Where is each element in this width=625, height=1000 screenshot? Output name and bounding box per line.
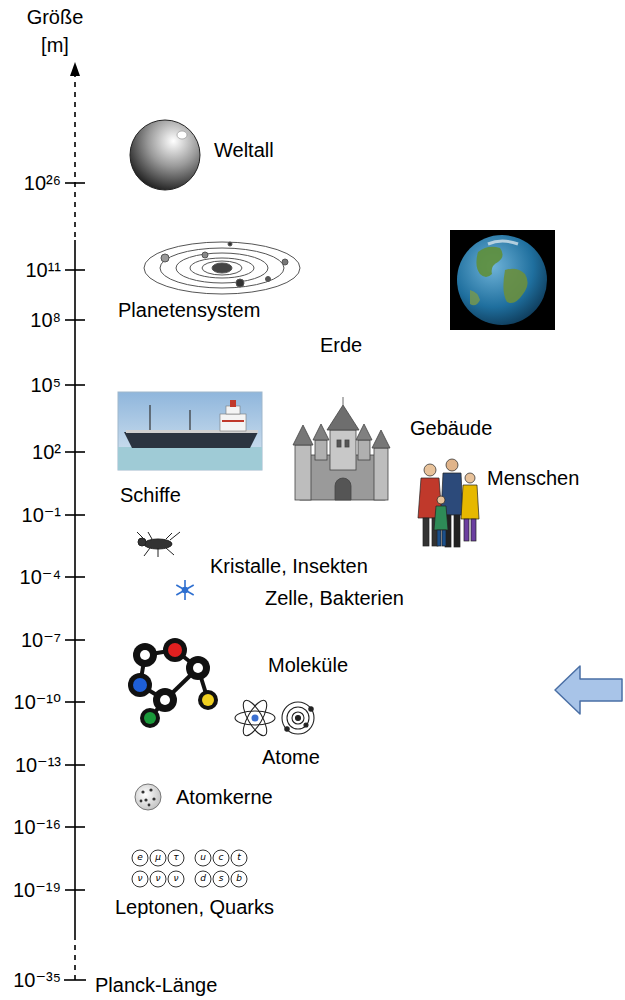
planetary-system: [144, 242, 300, 294]
castle-picture: [293, 397, 390, 500]
tick-label: 10⁻¹⁶: [13, 816, 61, 838]
snowflake-crystal: [176, 580, 193, 600]
particle-symbol: μ: [155, 853, 161, 863]
object-label: Schiffe: [120, 484, 181, 506]
tick-label: 10²⁶: [24, 172, 61, 194]
ship-picture: [118, 392, 262, 470]
object-label: Atome: [262, 746, 320, 768]
insect-picture: [137, 532, 180, 557]
axis-title: Größe: [27, 6, 84, 28]
axis-unit: [m]: [41, 34, 69, 56]
size-axis: [64, 62, 86, 980]
object-label: Kristalle, Insekten: [210, 555, 368, 577]
atom-symbols: [235, 697, 314, 739]
tick-label: 10¹¹: [25, 259, 61, 281]
tick-label: 10⁻⁴: [20, 566, 61, 588]
tick-label: 10⁸: [30, 309, 61, 331]
particle-symbol: ν: [155, 874, 160, 884]
particle-circle: [231, 871, 247, 887]
particle-symbol: e: [137, 853, 143, 863]
particle-symbol: ν: [137, 874, 142, 884]
particle-circle: [195, 850, 211, 866]
object-label: Menschen: [487, 467, 579, 489]
tick-label: 10²: [32, 441, 61, 463]
tick-label: 10⁻⁷: [21, 629, 61, 651]
earth-picture: [450, 230, 555, 330]
object-label: Weltall: [214, 139, 274, 161]
particle-circle: [132, 850, 148, 866]
particle-circle: [213, 850, 229, 866]
particle-symbol: s: [219, 874, 224, 884]
particle-circle: [213, 871, 229, 887]
object-label: Gebäude: [410, 417, 492, 439]
tick-label: 10⁻¹³: [15, 754, 61, 776]
object-label: Erde: [320, 334, 362, 356]
object-label: Moleküle: [268, 654, 348, 676]
object-label: Atomkerne: [176, 786, 273, 808]
molecule-picture: [128, 638, 218, 728]
tick-label: 10⁻¹: [22, 504, 61, 526]
particle-circle: [195, 871, 211, 887]
particle-circle: [168, 850, 184, 866]
particle-circle: [150, 850, 166, 866]
pointer-arrow: [555, 666, 622, 714]
particle-symbol: u: [200, 853, 206, 863]
people-picture: [418, 459, 479, 547]
object-label: Leptonen, Quarks: [115, 896, 274, 918]
particle-symbol: c: [219, 853, 224, 863]
particle-circle: [168, 871, 184, 887]
particle-symbol: τ: [173, 853, 178, 863]
particle-circles: [132, 850, 247, 887]
tick-label: 10⁻¹⁰: [14, 691, 61, 713]
particle-symbol: t: [237, 853, 241, 863]
nucleus-picture: [135, 784, 161, 810]
tick-label: 10⁻¹⁹: [13, 879, 61, 901]
particle-symbol: d: [200, 874, 206, 884]
universe-sphere: [130, 120, 200, 190]
object-label: Planetensystem: [118, 299, 260, 321]
particle-symbol: b: [236, 874, 242, 884]
object-label: Zelle, Bakterien: [265, 587, 404, 609]
particle-circle: [231, 850, 247, 866]
particle-circle: [150, 871, 166, 887]
tick-label: 10⁵: [30, 374, 61, 396]
particle-symbol: ν: [173, 874, 178, 884]
object-label: Planck-Länge: [95, 974, 217, 996]
particle-circle: [132, 871, 148, 887]
tick-label: 10⁻³⁵: [13, 969, 61, 991]
